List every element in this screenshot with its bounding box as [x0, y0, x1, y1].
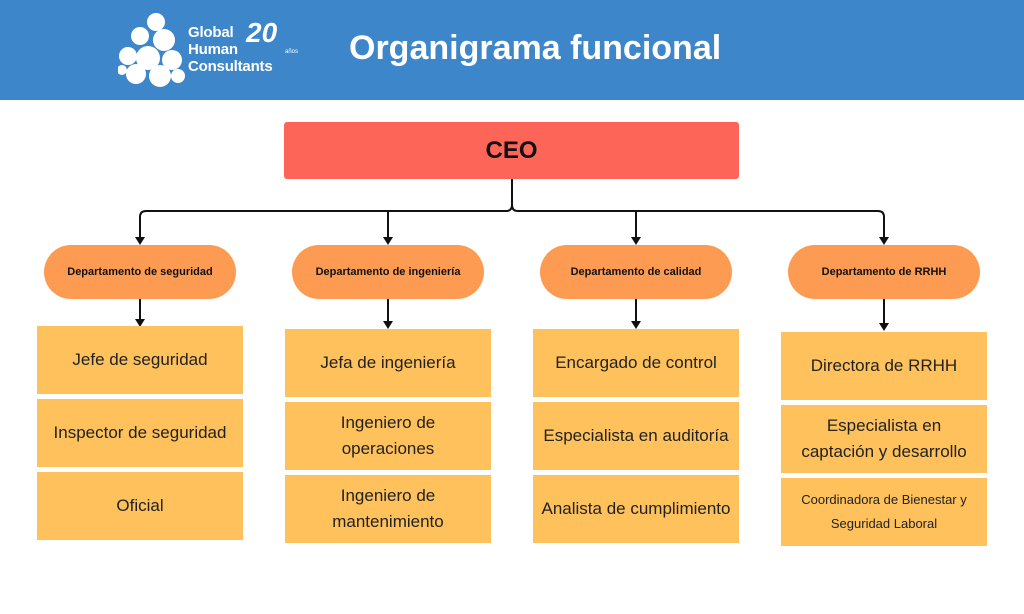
role-box: Jefe de seguridad	[37, 326, 243, 394]
role-box: Directora de RRHH	[781, 332, 987, 400]
dept-seguridad: Departamento de seguridad	[44, 245, 236, 299]
role-box: Encargado de control	[533, 329, 739, 397]
ceo-box: CEO	[284, 122, 739, 179]
dept-rrhh: Departamento de RRHH	[788, 245, 980, 299]
ceo-trunk-line	[511, 204, 885, 238]
role-box: Coordinadora de Bienestar y Seguridad La…	[781, 478, 987, 546]
role-box: Analista de cumplimiento	[533, 475, 739, 543]
arrow-head	[383, 237, 393, 245]
dept-ingenieria: Departamento de ingeniería	[292, 245, 484, 299]
ceo-trunk-line	[139, 179, 513, 238]
logo-word: Global	[188, 24, 234, 41]
bubbles-logo-icon	[118, 13, 185, 87]
role-box: Ingeniero de operaciones	[285, 402, 491, 470]
dept-calidad: Departamento de calidad	[540, 245, 732, 299]
logo-wordmark: Global Human Consultants	[188, 24, 273, 75]
arrow-head	[135, 237, 145, 245]
role-box: Especialista en auditoría	[533, 402, 739, 470]
role-box: Especialista en captación y desarrollo	[781, 405, 987, 473]
arrow-head	[879, 323, 889, 331]
arrow-head	[135, 319, 145, 327]
arrow-head	[631, 237, 641, 245]
page-title: Organigrama funcional	[349, 29, 722, 67]
logo-word: Consultants	[188, 58, 273, 75]
role-box: Oficial	[37, 472, 243, 540]
role-box: Ingeniero de mantenimiento	[285, 475, 491, 543]
logo-word: Human	[188, 41, 238, 58]
arrow-head	[879, 237, 889, 245]
arrow-head	[383, 321, 393, 329]
anniversary-number: 20	[246, 17, 278, 48]
anniversary-label: años	[285, 49, 299, 55]
role-box: Jefa de ingeniería	[285, 329, 491, 397]
arrow-head	[631, 321, 641, 329]
company-logo: Global Human Consultants 20 años	[118, 12, 308, 88]
header-bar: Global Human Consultants 20 años Organig…	[0, 0, 1024, 100]
role-box: Inspector de seguridad	[37, 399, 243, 467]
